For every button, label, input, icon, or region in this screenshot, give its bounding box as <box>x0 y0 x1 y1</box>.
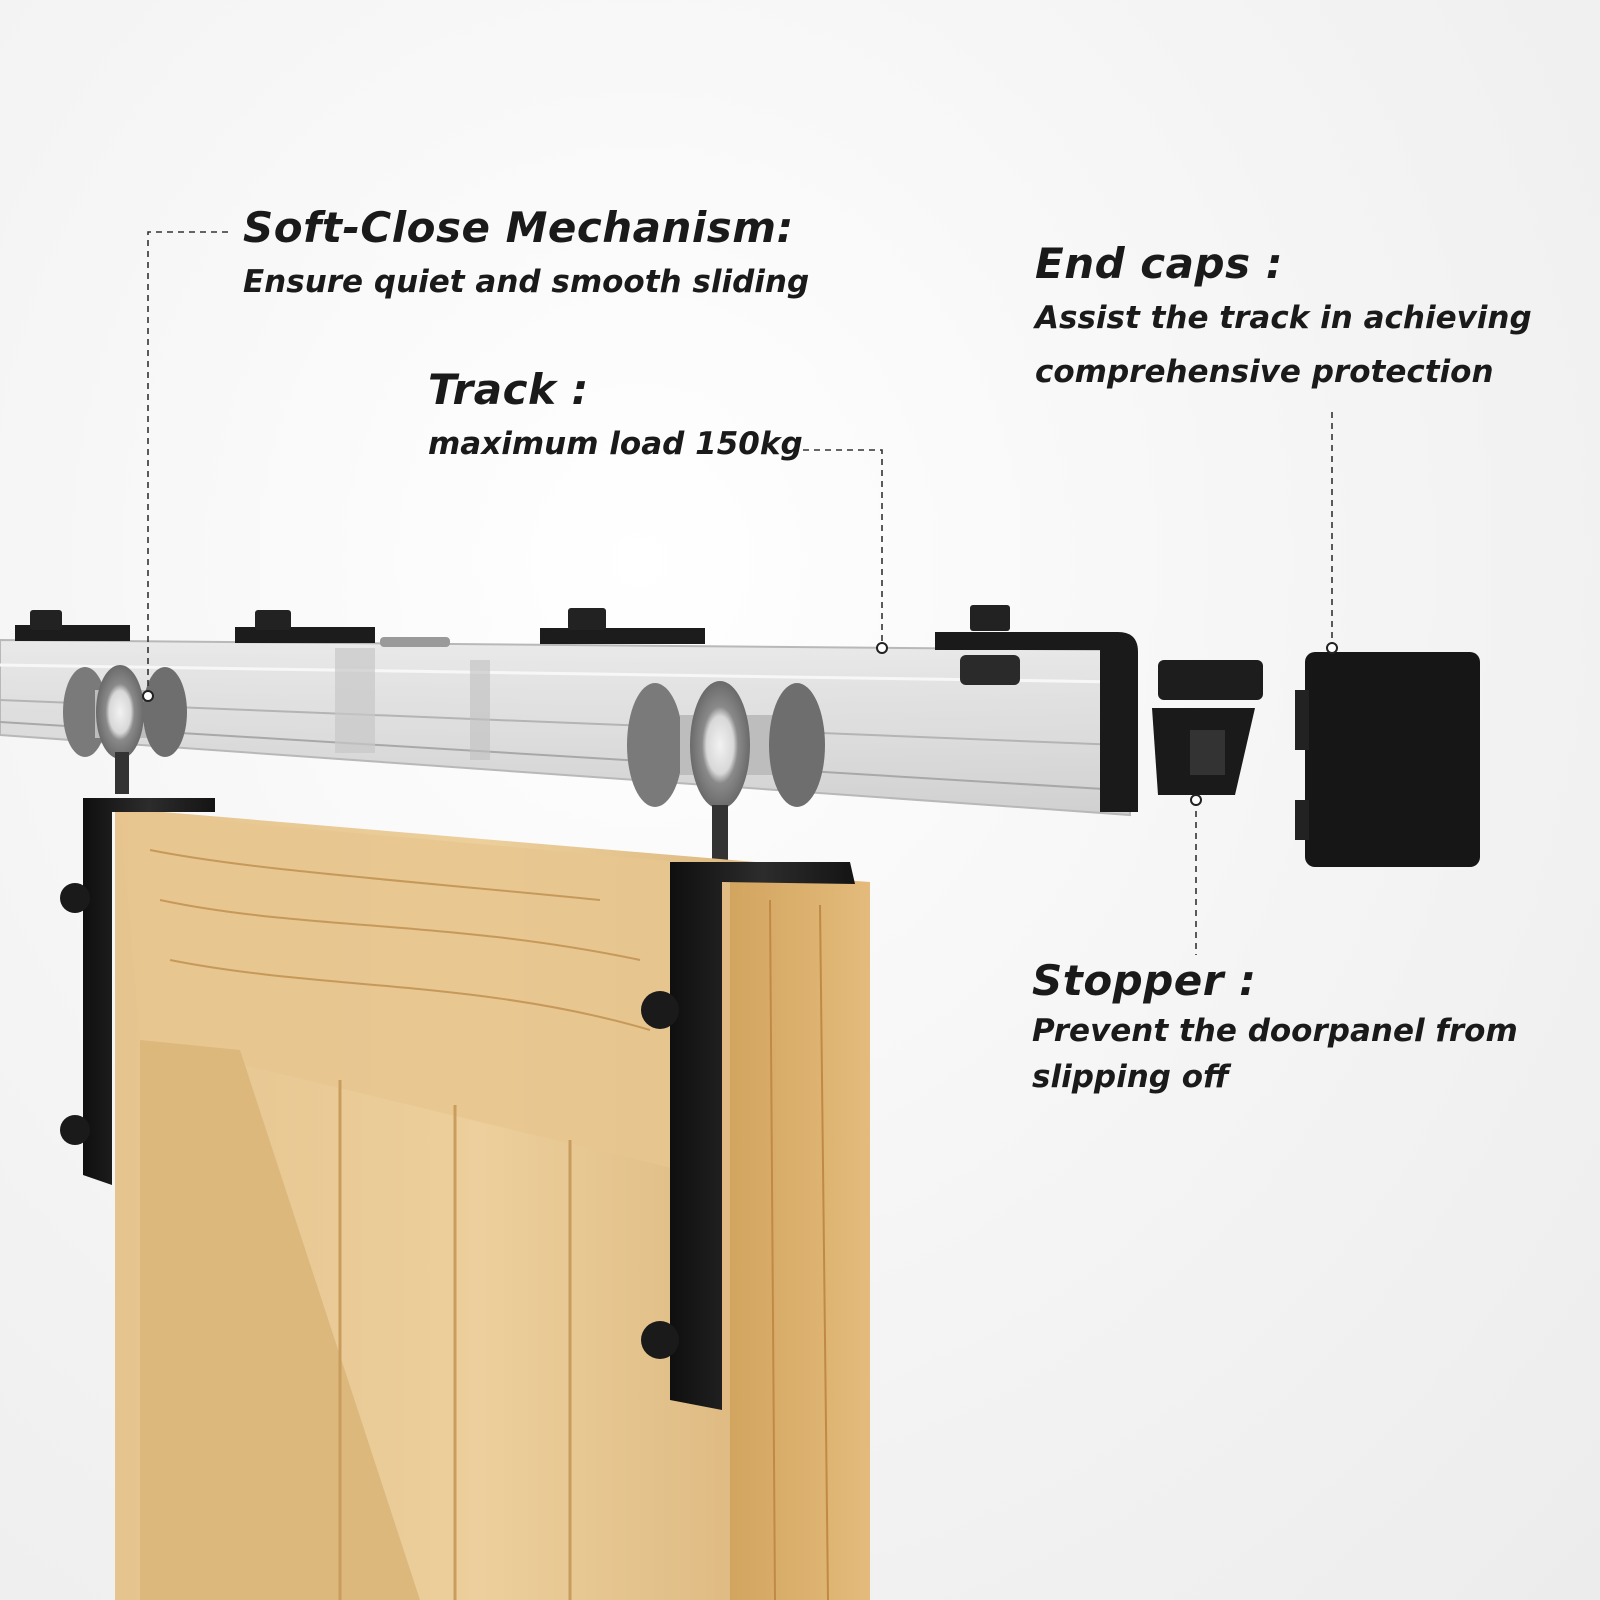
end-caps-description-line: Assist the track in achieving <box>1035 299 1532 336</box>
hex-bolt-icon <box>60 1115 90 1145</box>
roller-wheel-icon <box>690 681 750 809</box>
leader-soft-close <box>147 231 228 696</box>
end-caps-title: End caps : <box>1035 239 1283 288</box>
callout-stopper: Stopper : Prevent the doorpanel from sli… <box>1032 955 1518 1101</box>
leader-track <box>803 449 883 648</box>
anchor-end-caps <box>1326 642 1338 654</box>
hex-bolt-icon <box>60 883 90 913</box>
wall-bracket <box>235 610 375 643</box>
hex-bolt-icon <box>970 605 1010 631</box>
wall-bracket <box>540 608 705 644</box>
roller-wheel-icon <box>769 683 825 807</box>
callout-soft-close: Soft-Close Mechanism: Ensure quiet and s… <box>243 202 809 309</box>
end-caps-description-line: comprehensive protection <box>1035 353 1494 390</box>
anchor-soft-close <box>142 690 154 702</box>
hex-bolt-icon <box>641 991 679 1029</box>
wall-bracket-end <box>935 605 1138 812</box>
hex-bolt-icon <box>641 1321 679 1359</box>
hex-bolt-icon <box>568 608 606 630</box>
callout-end-caps: End caps : Assist the track in achieving… <box>1035 238 1532 399</box>
stopper <box>1152 660 1263 795</box>
stopper-description-line: slipping off <box>1032 1059 1229 1095</box>
soft-close-unit <box>380 637 450 647</box>
wall-bracket <box>15 610 130 641</box>
soft-close-description: Ensure quiet and smooth sliding <box>243 263 810 300</box>
callout-track: Track : maximum load 150kg <box>428 364 803 471</box>
callout-anchors <box>142 642 1338 806</box>
roller-wheel-icon <box>96 665 144 759</box>
stopper-title: Stopper : <box>1032 956 1257 1005</box>
track-title: Track : <box>428 365 589 414</box>
stopper-description-line: Prevent the doorpanel from <box>1032 1012 1518 1049</box>
hex-bolt-icon <box>30 610 62 630</box>
hex-bolt-icon <box>255 610 291 630</box>
end-cap <box>1295 652 1480 867</box>
track-description: maximum load 150kg <box>428 425 803 462</box>
door-strap-left <box>60 798 215 1185</box>
roller-wheel-icon <box>627 683 683 807</box>
end-cap-icon <box>1305 652 1480 867</box>
door-panel <box>115 808 870 1600</box>
anchor-stopper <box>1190 794 1202 806</box>
callout-leaders <box>147 231 1333 955</box>
roller-right <box>627 681 825 865</box>
door-strap-right <box>641 862 855 1410</box>
soft-close-title: Soft-Close Mechanism: <box>243 203 794 252</box>
track-rail <box>0 638 1131 817</box>
wall-brackets <box>15 605 1138 812</box>
anchor-track <box>876 642 888 654</box>
roller-left <box>63 665 187 794</box>
roller-wheel-icon <box>143 667 187 757</box>
